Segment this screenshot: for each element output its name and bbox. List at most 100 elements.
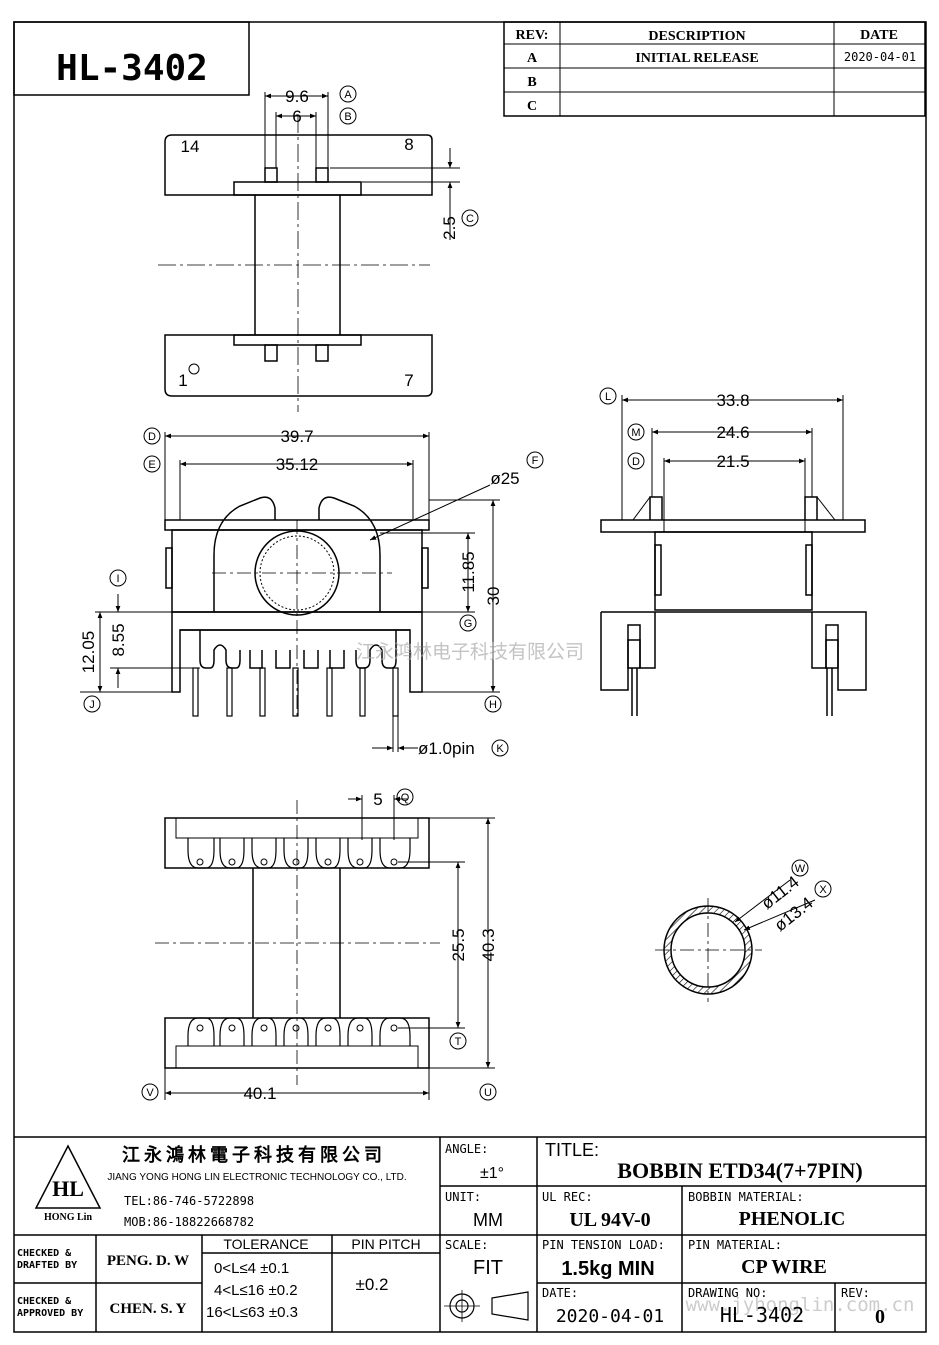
callout-l: L (605, 391, 611, 403)
company-logo: HL HONG Lin (34, 1144, 102, 1223)
scale-label: SCALE: (445, 1238, 488, 1252)
side-view-labels: 33.8 24.6 21.5 (716, 391, 749, 471)
bobbin-material-value: PHENOLIC (739, 1208, 846, 1230)
part-number-box: HL-3402 (13, 21, 250, 96)
unit-label: UNIT: (445, 1190, 481, 1204)
side-view-dimensions (621, 395, 844, 532)
callout-d-side: D (632, 456, 640, 468)
dim-12-05: 12.05 (79, 631, 98, 674)
callout-d: D (148, 431, 156, 443)
drawing-no-label: DRAWING NO: (688, 1286, 767, 1300)
callout-h: H (489, 699, 497, 711)
drafted-label-line2: DRAFTED BY (17, 1260, 77, 1271)
callout-t: T (455, 1036, 462, 1048)
title-block (14, 1136, 926, 1332)
dim-phi-25: ø25 (490, 469, 519, 488)
projection-symbol (444, 1290, 529, 1322)
pin-material-value: CP WIRE (741, 1256, 827, 1278)
dim-11-85: 11.85 (459, 551, 478, 592)
bottom-view-dimensions (164, 795, 495, 1100)
title-value: BOBBIN ETD34(7+7PIN) (617, 1158, 862, 1183)
front-view-callouts: D E F G H I J K (83, 427, 544, 757)
revision-table: REV: DESCRIPTION DATE A INITIAL RELEASE … (503, 21, 926, 117)
top-view-labels: 9.6 6 14 8 1 7 2.5 (178, 87, 459, 390)
front-view (164, 496, 430, 720)
company-name-en: JIANG YONG HONG LIN ELECTRONIC TECHNOLOG… (107, 1172, 406, 1183)
callout-k: K (496, 743, 504, 755)
rev-row-a: A (527, 51, 538, 66)
callout-q: Q (401, 792, 410, 804)
callout-j: J (89, 699, 95, 711)
dim-39-7: 39.7 (280, 427, 313, 446)
callout-f: F (532, 455, 539, 467)
dim-24-6: 24.6 (716, 423, 749, 442)
dim-6: 6 (292, 107, 301, 126)
callout-m: M (631, 427, 640, 439)
rev-label: REV: (841, 1286, 870, 1300)
rev-row-a-description: INITIAL RELEASE (635, 51, 758, 66)
callout-v: V (146, 1087, 154, 1099)
watermark-url: www.jyhonglin.com.cn (686, 1294, 915, 1316)
rev-header: REV: (516, 28, 549, 43)
callout-x: X (819, 884, 827, 896)
callout-e: E (148, 459, 155, 471)
logo-subtext: HONG Lin (44, 1212, 93, 1223)
pin-14-label: 14 (181, 137, 200, 156)
ul-rec-value: UL 94V-0 (569, 1209, 650, 1231)
approved-label-line2: APPROVED BY (17, 1308, 83, 1319)
drawing-no-value: HL-3402 (720, 1303, 804, 1327)
drafted-by-value: PENG. D. W (107, 1253, 189, 1269)
date-label: DATE: (542, 1286, 578, 1300)
top-view-callouts: A B C (339, 85, 479, 227)
ul-rec-label: UL REC: (542, 1190, 593, 1204)
dim-9-6: 9.6 (285, 87, 309, 106)
pin-material-label: PIN MATERIAL: (688, 1238, 782, 1252)
callout-w: W (795, 863, 806, 875)
title-label: TITLE: (545, 1140, 599, 1160)
pin-7-label: 7 (404, 371, 413, 390)
rev-row-a-date: 2020-04-01 (844, 50, 916, 64)
top-view-dimensions (264, 92, 460, 240)
callout-u: U (484, 1087, 492, 1099)
side-view (600, 496, 867, 716)
tolerance-row-3: 16<L≤63 ±0.3 (206, 1304, 298, 1321)
dim-30: 30 (484, 587, 503, 606)
front-view-labels: 39.7 35.12 ø25 11.85 30 12.05 8.55 ø1.0p… (79, 427, 520, 758)
dim-35-12: 35.12 (276, 455, 319, 474)
dim-25-5: 25.5 (449, 928, 468, 961)
bottom-view (155, 800, 440, 1085)
tolerance-row-1: 0<L≤4 ±0.1 (214, 1260, 289, 1277)
dim-40-3: 40.3 (479, 928, 498, 961)
date-value: 2020-04-01 (556, 1306, 664, 1327)
sheet-border (13, 21, 927, 1333)
pin-1-label: 1 (178, 371, 187, 390)
pin-section (655, 879, 816, 1002)
top-view (158, 115, 433, 412)
approved-by-value: CHEN. S. Y (110, 1301, 187, 1317)
scale-value: FIT (473, 1257, 503, 1279)
date-header: DATE (860, 28, 898, 43)
company-tel: TEL:86-746-5722898 (124, 1194, 254, 1208)
pin-pitch-label: PIN PITCH (351, 1236, 420, 1252)
watermark-cn: 江永鸿林电子科技有限公司 (356, 641, 584, 663)
pin-section-callouts: W X (791, 859, 832, 898)
rev-row-b: B (527, 75, 536, 90)
pin-section-labels: ø11.4 ø13.4 (758, 872, 817, 935)
company-name-cn: 江永鴻林電子科技有限公司 (122, 1144, 386, 1165)
callout-b: B (344, 111, 351, 123)
bottom-view-callouts: Q T U V (141, 788, 497, 1101)
company-mob: MOB:86-18822668782 (124, 1215, 254, 1229)
dim-40-1: 40.1 (243, 1084, 276, 1103)
title-block-text: 江永鴻林電子科技有限公司 JIANG YONG HONG LIN ELECTRO… (17, 1140, 885, 1328)
callout-g: G (464, 618, 473, 630)
dim-33-8: 33.8 (716, 391, 749, 410)
angle-value: ±1° (480, 1165, 504, 1182)
tolerance-row-2: 4<L≤16 ±0.2 (214, 1282, 298, 1299)
approved-label-line1: CHECKED & (17, 1296, 72, 1307)
rev-value: 0 (875, 1306, 885, 1328)
side-view-callouts: L M D (599, 387, 645, 470)
front-view-dimensions (80, 432, 500, 752)
dim-21-5: 21.5 (716, 452, 749, 471)
unit-value: MM (473, 1210, 503, 1230)
